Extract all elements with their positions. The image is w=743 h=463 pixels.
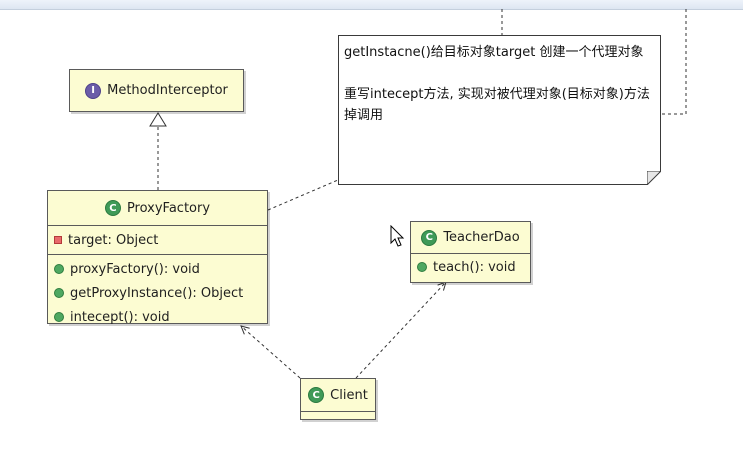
empty-section <box>301 411 375 412</box>
class-teacherdao[interactable]: C TeacherDao teach(): void <box>410 221 531 283</box>
dependency-client-proxyfactory[interactable] <box>241 326 301 379</box>
class-name: Client <box>330 387 368 403</box>
class-icon: C <box>104 200 121 216</box>
interface-methodinterceptor[interactable]: I MethodInterceptor <box>69 69 244 112</box>
public-method-icon <box>54 264 64 274</box>
realization-arrowhead <box>149 112 167 127</box>
public-method-icon <box>54 288 64 298</box>
public-method-icon <box>417 262 427 272</box>
note-attachment-edge[interactable] <box>267 179 339 211</box>
operations-section: teach(): void <box>411 253 530 280</box>
note-fold-corner <box>647 171 661 185</box>
operation-row[interactable]: intecept(): void <box>48 305 267 329</box>
note-box[interactable]: getInstacne()给目标对象target 创建一个代理对象 重写inte… <box>338 35 661 185</box>
operation-row[interactable]: teach(): void <box>411 255 530 279</box>
attribute-row[interactable]: target: Object <box>48 228 267 252</box>
operation-row[interactable]: getProxyInstance(): Object <box>48 281 267 305</box>
attributes-section: target: Object <box>48 225 267 254</box>
editor-top-bar <box>0 0 743 10</box>
class-proxyfactory[interactable]: C ProxyFactory target: Object proxyFacto… <box>47 190 268 325</box>
class-name: ProxyFactory <box>126 200 211 216</box>
interface-name: MethodInterceptor <box>107 83 228 98</box>
operation-row[interactable]: proxyFactory(): void <box>48 257 267 281</box>
note-anchor-line-right <box>661 9 687 115</box>
private-field-icon <box>54 236 62 244</box>
note-line-1: getInstacne()给目标对象target 创建一个代理对象 <box>344 45 644 60</box>
dependency-client-teacherdao[interactable] <box>355 282 446 379</box>
class-icon: C <box>308 387 325 403</box>
operations-section: proxyFactory(): void getProxyInstance():… <box>48 254 267 331</box>
class-client[interactable]: C Client <box>300 378 376 420</box>
mouse-cursor-icon <box>390 225 405 247</box>
public-method-icon <box>54 312 64 322</box>
class-name: TeacherDao <box>443 230 520 245</box>
class-icon: C <box>421 229 438 246</box>
note-line-2: 重写intecept方法, 实现对被代理对象(目标对象)方法掉调用 <box>344 87 650 123</box>
interface-icon: I <box>85 82 102 99</box>
